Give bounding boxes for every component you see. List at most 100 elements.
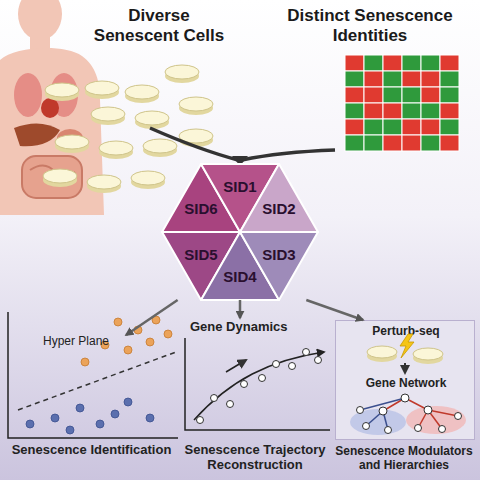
- sid-label: SID1: [210, 178, 270, 195]
- network-nodes: [357, 394, 462, 434]
- data-dot: [152, 316, 160, 324]
- lung-organ: [14, 73, 42, 117]
- trajectory-dots: [197, 349, 322, 424]
- network-node: [385, 427, 392, 434]
- dish-top: [367, 346, 397, 358]
- panel-text: Senescence Trajectory Reconstruction: [168, 443, 342, 473]
- heatmap-cell: [402, 55, 421, 71]
- segment-triangle: [240, 232, 318, 300]
- dish-top: [99, 141, 133, 155]
- heatmap-cell: [440, 71, 459, 87]
- data-dot: [227, 401, 234, 408]
- network-edge: [383, 398, 405, 411]
- heatmap-cell: [383, 103, 402, 119]
- dish-top: [135, 111, 169, 125]
- panel-heading: Diverse Senescent Cells: [90, 6, 228, 45]
- heatmap-cell: [402, 71, 421, 87]
- data-dot: [96, 420, 104, 428]
- panel-text: Gene Dynamics: [190, 320, 320, 335]
- data-dot: [51, 414, 59, 422]
- data-dot: [315, 357, 322, 364]
- network-node: [424, 406, 432, 414]
- merge-curve: [242, 150, 335, 160]
- panel-heading: Distinct Senescence Identities: [272, 6, 468, 45]
- sid-label: SID3: [249, 246, 309, 263]
- flow-arrow: [126, 300, 178, 335]
- merge-curve: [150, 128, 238, 160]
- segment-shape: [240, 232, 318, 300]
- heatmap-cell: [364, 71, 383, 87]
- sid-label: SID5: [171, 246, 231, 263]
- sid-segment: SID3: [240, 232, 318, 300]
- data-dot: [114, 318, 122, 326]
- data-dot: [134, 326, 142, 334]
- data-dot: [273, 361, 280, 368]
- panel-text: Hyper Plane: [43, 335, 133, 349]
- heatmap-cell: [345, 71, 364, 87]
- network-node: [455, 413, 462, 420]
- network-edge: [366, 411, 383, 426]
- dish-top: [87, 175, 121, 189]
- heatmap-cell: [440, 103, 459, 119]
- heatmap-cell: [383, 87, 402, 103]
- data-dot: [211, 395, 218, 402]
- heatmap-cell: [440, 119, 459, 135]
- body-neck: [30, 34, 50, 50]
- network-node: [363, 423, 370, 430]
- data-dot: [66, 426, 74, 434]
- heatmap-cell: [345, 135, 364, 151]
- trajectory-curve: [194, 352, 324, 420]
- data-dot: [303, 349, 310, 356]
- data-dot: [146, 414, 154, 422]
- heatmap-cell: [421, 119, 440, 135]
- dish-side: [413, 352, 443, 364]
- dish-top: [143, 139, 177, 153]
- heatmap-cell: [364, 103, 383, 119]
- panel-text: Gene Network: [336, 377, 476, 391]
- dish-top: [91, 107, 125, 121]
- data-dot: [164, 330, 172, 338]
- petri-dishes: [43, 65, 213, 193]
- network-edge: [428, 410, 442, 429]
- network-edge: [418, 410, 428, 428]
- down-arrow: [404, 363, 406, 373]
- network-node: [439, 426, 446, 433]
- network-edge: [428, 410, 458, 416]
- segment-shape: [240, 164, 318, 232]
- heatmap-cell: [345, 55, 364, 71]
- heatmap-cell: [383, 135, 402, 151]
- blue-dots: [26, 398, 154, 434]
- network-edge: [383, 411, 388, 430]
- heatmap-cell: [364, 87, 383, 103]
- heatmap-cell: [421, 55, 440, 71]
- heatmap-cell: [345, 103, 364, 119]
- dish-top: [131, 171, 165, 185]
- sid-label: SID6: [171, 200, 231, 217]
- data-dot: [197, 417, 204, 424]
- panel-text: Senescence Modulators and Hierarchies: [328, 445, 480, 473]
- dish-top: [43, 169, 77, 183]
- perturb-panel: Perturb-seqGene NetworkSenescence Modula…: [335, 320, 475, 440]
- plot-axes: [8, 312, 178, 438]
- data-dot: [259, 375, 266, 382]
- heatmap-cell: [421, 87, 440, 103]
- analysis-panel: Hyper PlaneSenescence Identification: [5, 335, 178, 475]
- network-node: [401, 394, 409, 402]
- heatmap-cell: [440, 87, 459, 103]
- heatmap-cell: [402, 87, 421, 103]
- dish-side: [367, 350, 397, 362]
- analysis-panel: Gene DynamicsSenescence Trajectory Recon…: [180, 318, 330, 475]
- data-dot: [289, 363, 296, 370]
- heatmap-cell: [345, 87, 364, 103]
- module-shade: [406, 406, 466, 434]
- data-dot: [111, 410, 119, 418]
- liver-organ: [14, 123, 60, 146]
- network-node: [357, 407, 364, 414]
- sid-label: SID4: [210, 268, 270, 285]
- heatmap-cell: [383, 119, 402, 135]
- heatmap-cell: [402, 119, 421, 135]
- heatmap-cell: [383, 55, 402, 71]
- dish-top: [45, 83, 79, 97]
